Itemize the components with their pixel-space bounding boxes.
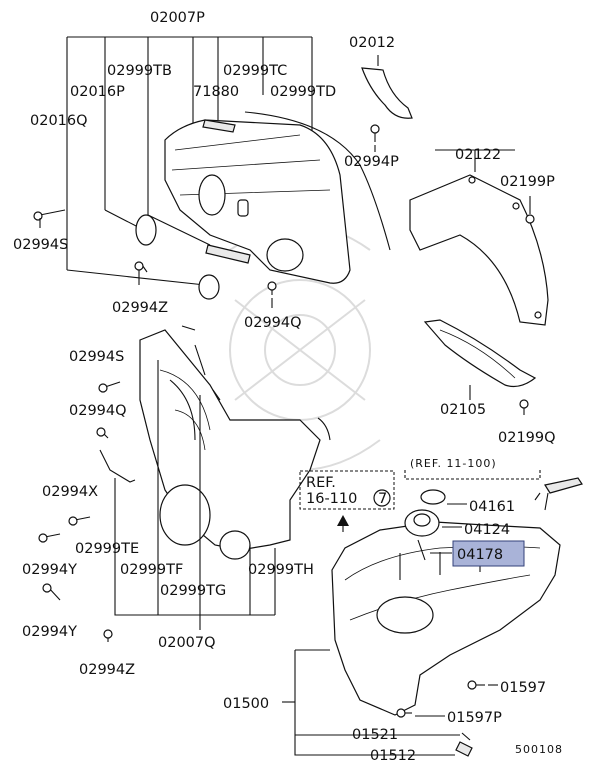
highlight-04178	[452, 540, 525, 567]
label-71880: 71880	[193, 84, 239, 100]
label-02105: 02105	[440, 402, 486, 418]
label-02999TE: 02999TE	[75, 541, 139, 557]
label-02994Z-bot: 02994Z	[79, 662, 135, 678]
label-02994Q-mid: 02994Q	[69, 403, 127, 419]
grommet-02016P	[198, 274, 220, 300]
ref1-line1: REF.	[306, 475, 336, 491]
label-02199Q: 02199Q	[498, 430, 556, 446]
bracket-02012	[361, 67, 413, 119]
crank-pulley-seal	[159, 484, 211, 546]
sealant-tube	[544, 477, 583, 494]
label-02016Q: 02016Q	[30, 113, 88, 129]
drain-plug-01512	[455, 741, 473, 757]
plate-02105	[423, 319, 537, 388]
upper-right-group: 02012 02994P 02122 02199P 02105 02199Q	[344, 35, 556, 446]
ref1-circle	[373, 489, 391, 507]
label-02994X: 02994X	[42, 484, 98, 500]
label-02999TG: 02999TG	[160, 583, 226, 599]
oil-pan-group: REF. 16-110 7 (REF. 11-100) 04178 04161 …	[223, 457, 583, 764]
label-02012: 02012	[349, 35, 395, 51]
upper-timing-cover	[164, 119, 351, 284]
label-02994S-mid: 02994S	[69, 349, 124, 365]
label-01512: 01512	[370, 748, 416, 764]
label-02994P: 02994P	[344, 154, 399, 170]
label-02007Q: 02007Q	[158, 635, 216, 651]
label-01500: 01500	[223, 696, 269, 712]
label-01597: 01597	[500, 680, 546, 696]
label-02994S-top: 02994S	[13, 237, 68, 253]
label-04178[interactable]: 04178	[457, 547, 503, 563]
label-02999TF: 02999TF	[120, 562, 183, 578]
diagram-number: 500108	[515, 743, 563, 756]
oil-pan-sump	[376, 596, 434, 634]
label-02999TB: 02999TB	[107, 63, 172, 79]
label-02999TH: 02999TH	[248, 562, 314, 578]
lower-timing-cover-group: 02994S 02994Q 02994X 02999TE 02994Y 0299…	[22, 325, 331, 678]
label-02994Q-top: 02994Q	[244, 315, 302, 331]
cover-port	[198, 174, 226, 216]
label-02999TC: 02999TC	[223, 63, 287, 79]
plate-02122	[409, 174, 549, 326]
grommet-02016Q	[135, 214, 157, 246]
label-02994Y-a: 02994Y	[22, 562, 77, 578]
gasket-04161	[420, 489, 446, 505]
label-04161: 04161	[469, 499, 515, 515]
label-01597P: 01597P	[447, 710, 502, 726]
ref1-line2: 16-110	[306, 491, 357, 507]
label-02994Y-b: 02994Y	[22, 624, 77, 640]
label-01521: 01521	[352, 727, 398, 743]
ref1-circle-number: 7	[378, 491, 387, 507]
ref-box-16-110	[299, 470, 395, 510]
label-02122: 02122	[455, 147, 501, 163]
upper-timing-cover-group: 02007P 02999TB 02999TC 02016P 71880 0299…	[13, 10, 391, 331]
seal-71880	[202, 119, 236, 133]
label-02016P: 02016P	[70, 84, 125, 100]
label-04124: 04124	[464, 522, 510, 538]
label-02199P: 02199P	[500, 174, 555, 190]
label-02994Z-top: 02994Z	[112, 300, 168, 316]
label-02007P: 02007P	[150, 10, 205, 26]
label-02999TD: 02999TD	[270, 84, 336, 100]
cover-port	[266, 238, 304, 272]
ref-arrow	[337, 515, 349, 526]
ref2-text: (REF. 11-100)	[410, 457, 497, 470]
